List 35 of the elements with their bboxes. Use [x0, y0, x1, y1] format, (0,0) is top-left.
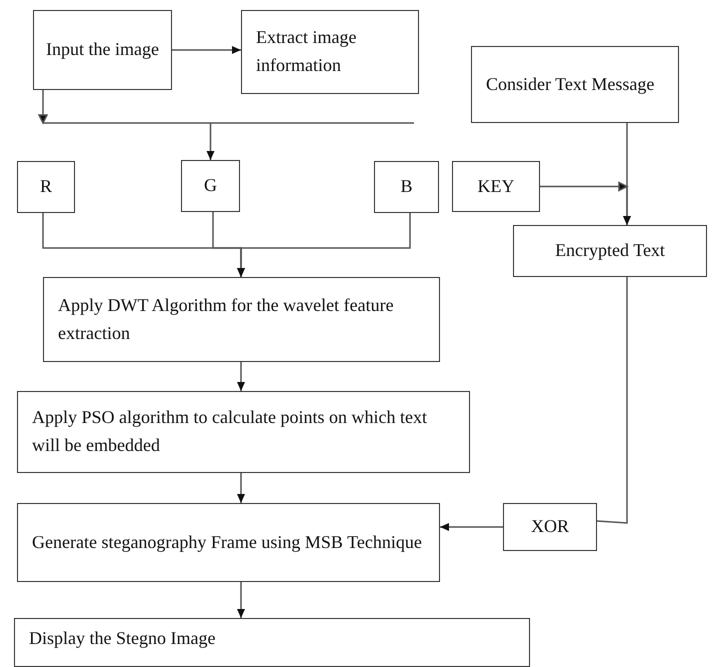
- process-box: [17, 391, 470, 473]
- process-box: [181, 160, 240, 212]
- box-label: Consider Text Message: [486, 72, 654, 96]
- process-box: [33, 10, 172, 90]
- box-label: Display the Stegno Image: [29, 627, 216, 650]
- arrow: [539, 182, 631, 226]
- box-label: Input the image: [46, 38, 159, 62]
- process-box: [43, 277, 440, 362]
- process-box: [17, 503, 440, 582]
- arrow: [237, 362, 245, 391]
- process-box: [14, 618, 530, 667]
- box-label: Apply DWT Algorithm for the wavelet feature extraction: [58, 294, 395, 344]
- box-label: G: [204, 174, 217, 198]
- arrow: [172, 46, 241, 54]
- arrow: [237, 582, 245, 618]
- box-label: R: [40, 175, 52, 198]
- box-label: XOR: [530, 515, 569, 538]
- process-box: [374, 161, 439, 213]
- connector-line: [596, 277, 628, 524]
- process-box: [503, 503, 597, 551]
- arrow: [440, 523, 503, 531]
- box-label: Encrypted Text: [555, 239, 665, 262]
- arrow: [237, 213, 411, 277]
- box-label: B: [400, 175, 412, 198]
- process-box: [241, 10, 419, 94]
- arrow: [237, 473, 245, 503]
- arrow: [38, 89, 415, 161]
- process-box: [452, 161, 540, 212]
- process-box: [471, 46, 679, 123]
- box-label: Extract image information: [256, 26, 358, 77]
- box-label: Generate steganography Frame using MSB Technique: [32, 530, 422, 554]
- process-box: [17, 161, 75, 213]
- box-label: Apply PSO algorithm to calculate points on which text will be embedded: [32, 406, 428, 457]
- box-label: KEY: [478, 174, 514, 198]
- process-box: [513, 225, 707, 277]
